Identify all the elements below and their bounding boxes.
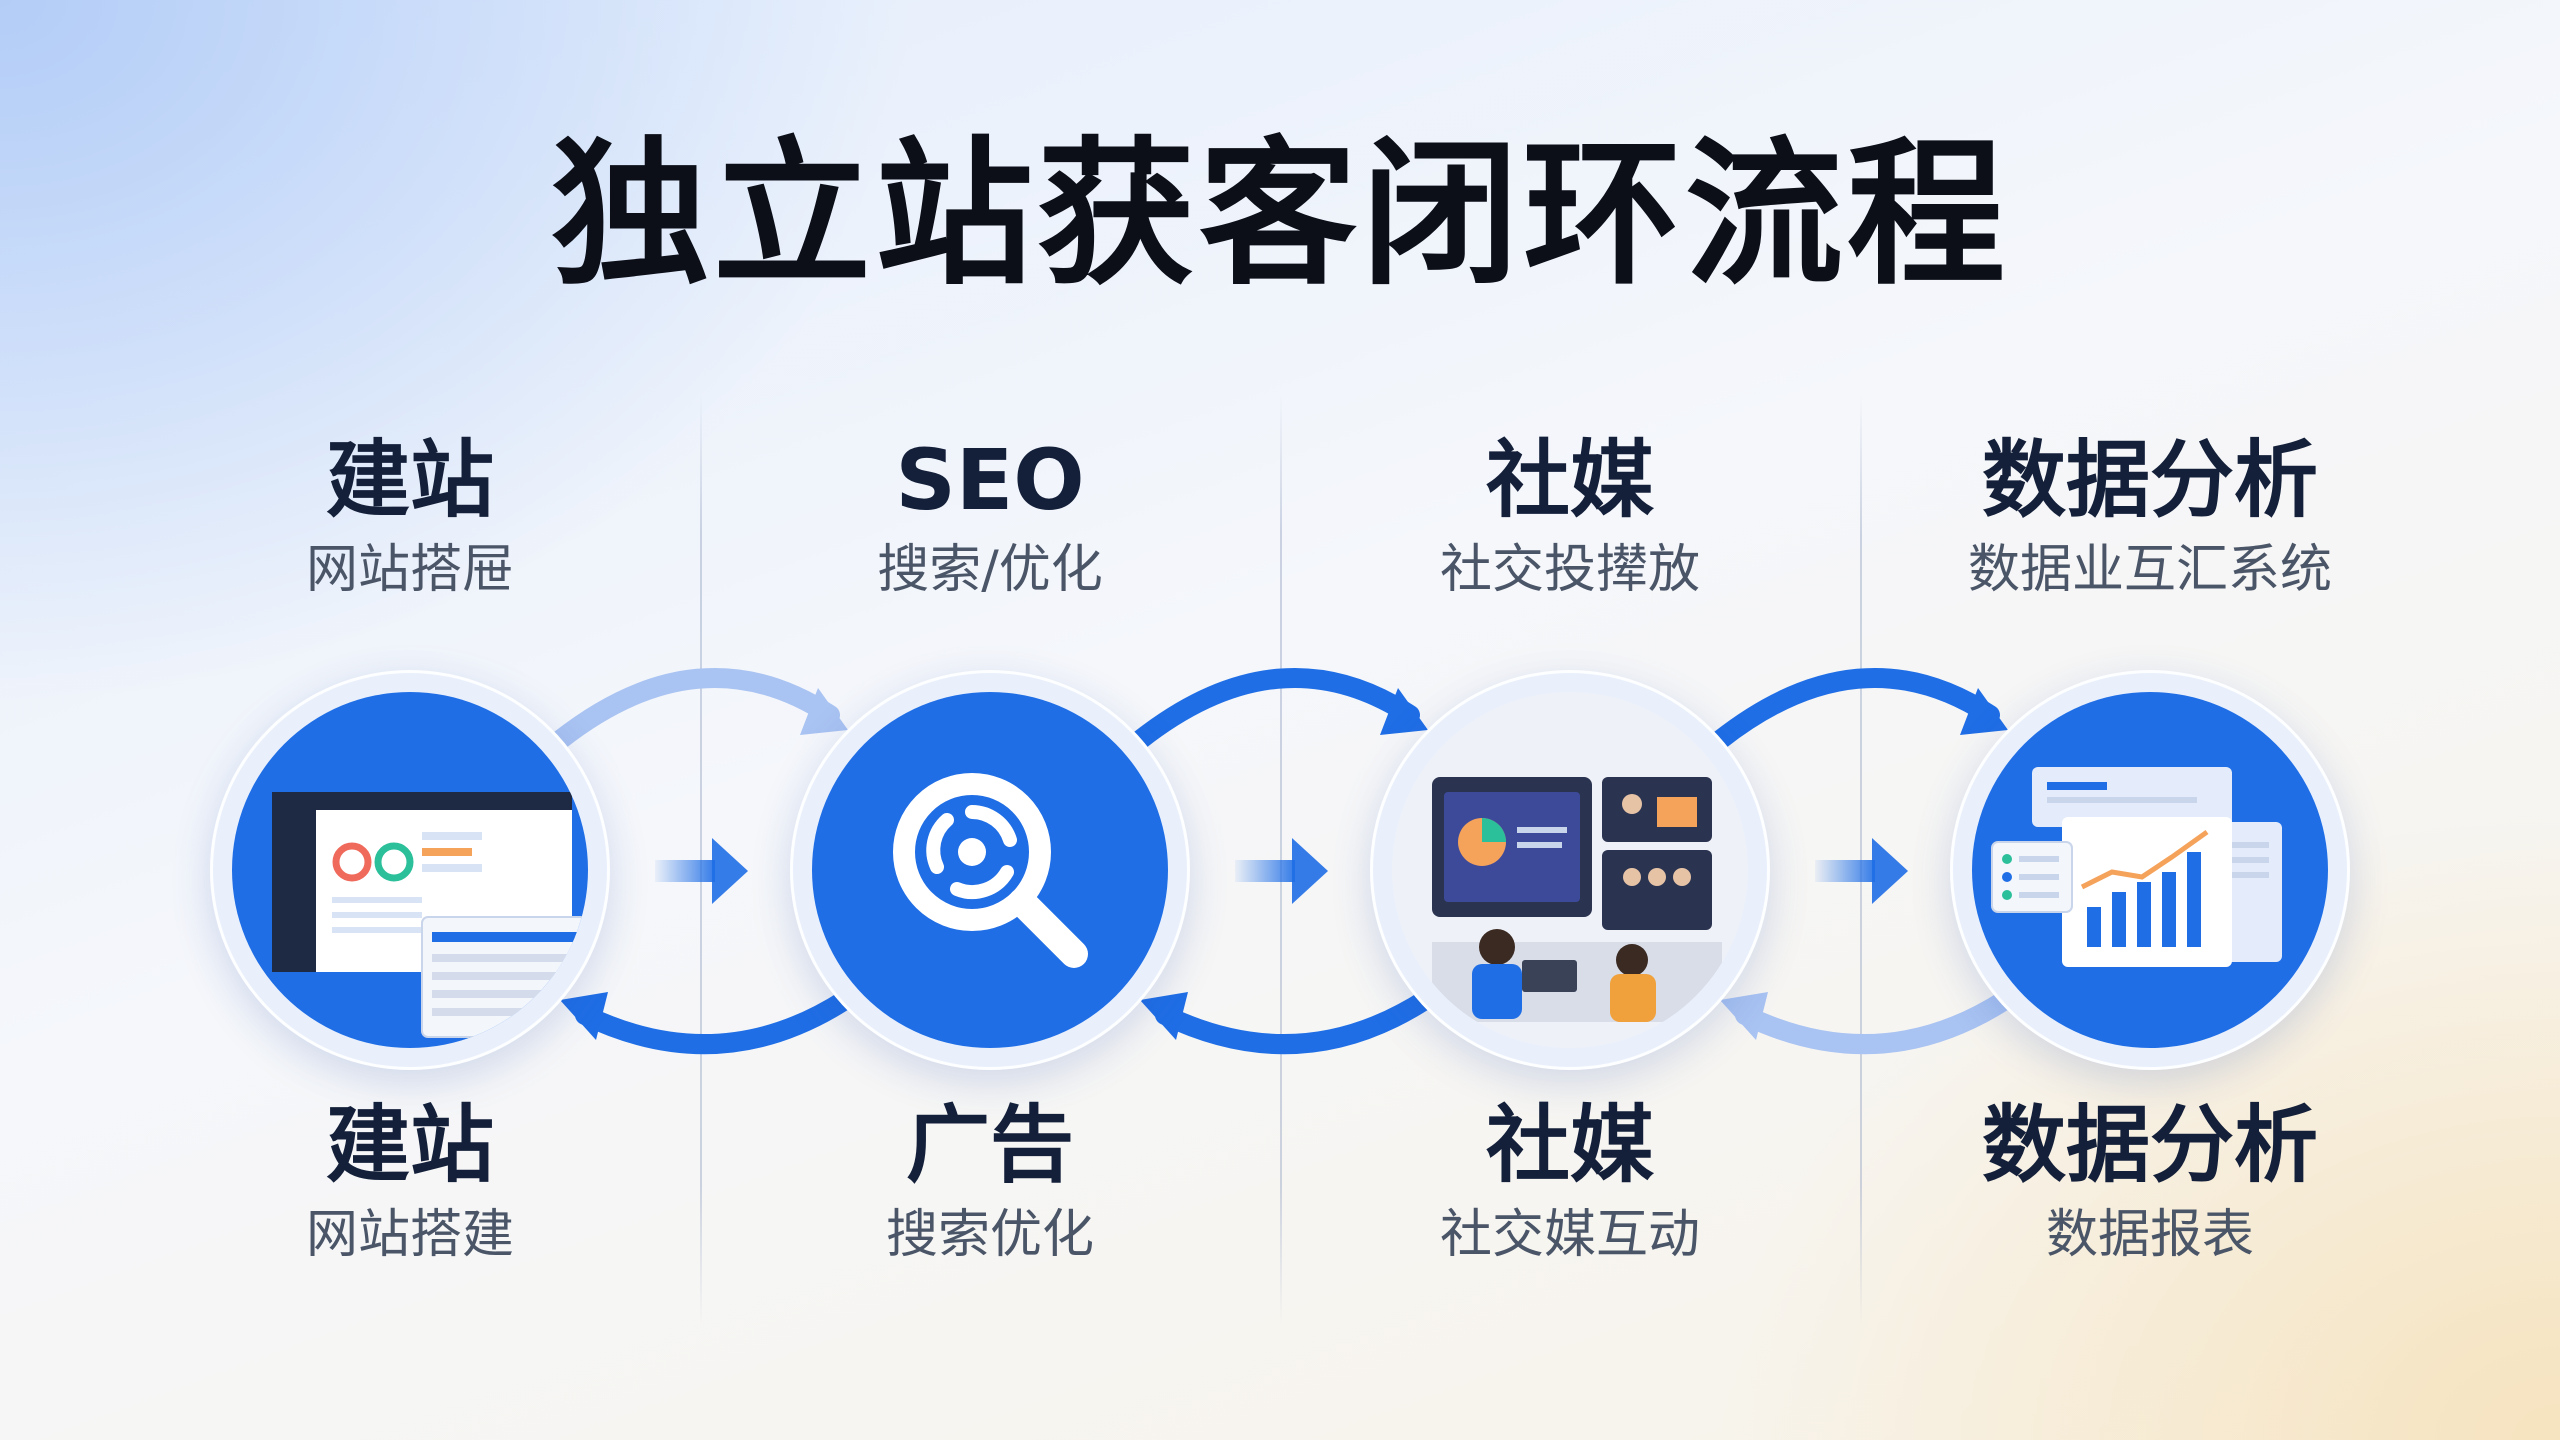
- step-1-top-label: 建站 网站搭屉: [130, 430, 690, 610]
- step-3-node[interactable]: [1370, 670, 1770, 1070]
- arrowhead: [1140, 992, 1188, 1040]
- straight-arrow-2: [1235, 860, 1295, 882]
- curved-arrow-top-1: [550, 667, 840, 750]
- step-2-node[interactable]: [790, 670, 1190, 1070]
- straight-arrow-3: [1815, 860, 1875, 882]
- arrowhead: [1380, 688, 1428, 735]
- step-title: 社媒: [1485, 431, 1654, 529]
- step-subtitle: 网站搭建: [305, 1205, 514, 1265]
- curved-arrow-top-3: [1710, 667, 2000, 750]
- arrowhead: [1720, 992, 1768, 1040]
- arrowhead: [712, 838, 748, 904]
- step-4-node[interactable]: [1950, 670, 2350, 1070]
- search-magnifier-icon: [893, 773, 1088, 968]
- step-1-bottom-label: 建站 网站搭建: [130, 1095, 690, 1275]
- step-title: 数据分析: [1981, 1096, 2318, 1194]
- step-subtitle: 搜索/优化: [877, 540, 1103, 600]
- step-subtitle: 社交投撵放: [1439, 540, 1700, 600]
- step-subtitle: 网站搭屉: [305, 540, 514, 600]
- step-title: 建站: [325, 1096, 494, 1194]
- arrowhead: [1960, 688, 2008, 735]
- step-1-node[interactable]: [210, 670, 610, 1070]
- curved-arrow-top-2: [1130, 667, 1420, 750]
- step-3-bottom-label: 社媒 社交媒互动: [1290, 1095, 1850, 1275]
- step-subtitle: 社交媒互动: [1439, 1205, 1700, 1265]
- arrowhead: [1292, 838, 1328, 904]
- step-subtitle: 数据业互汇系统: [1967, 540, 2332, 600]
- step-2-bottom-label: 广告 搜索优化: [710, 1095, 1270, 1275]
- curved-arrow-bottom-1: [575, 990, 855, 1055]
- curved-arrow-bottom-2: [1155, 990, 1435, 1055]
- social-media-meeting-icon: [1432, 777, 1722, 1022]
- step-3-top-label: 社媒 社交投撵放: [1290, 430, 1850, 610]
- step-title: 数据分析: [1981, 431, 2318, 529]
- step-subtitle: 搜索优化: [885, 1205, 1094, 1265]
- step-4-bottom-label: 数据分析 数据报表: [1870, 1095, 2430, 1275]
- step-title: 社媒: [1485, 1096, 1654, 1194]
- page-title: 独立站获客闭环流程: [551, 123, 2009, 307]
- step-4-top-label: 数据分析 数据业互汇系统: [1870, 430, 2430, 610]
- step-title: 广告: [905, 1096, 1074, 1194]
- step-title: 建站: [325, 431, 494, 529]
- arrowhead: [1872, 838, 1908, 904]
- data-chart-icon: [1991, 767, 2282, 967]
- step-subtitle: 数据报表: [2045, 1205, 2254, 1265]
- step-title: SEO: [895, 431, 1085, 529]
- website-dashboard-icon: [272, 792, 588, 1038]
- step-2-top-label: SEO 搜索/优化: [710, 430, 1270, 610]
- straight-arrow-1: [655, 860, 715, 882]
- arrowhead: [800, 688, 848, 735]
- curved-arrow-bottom-3: [1735, 990, 2015, 1055]
